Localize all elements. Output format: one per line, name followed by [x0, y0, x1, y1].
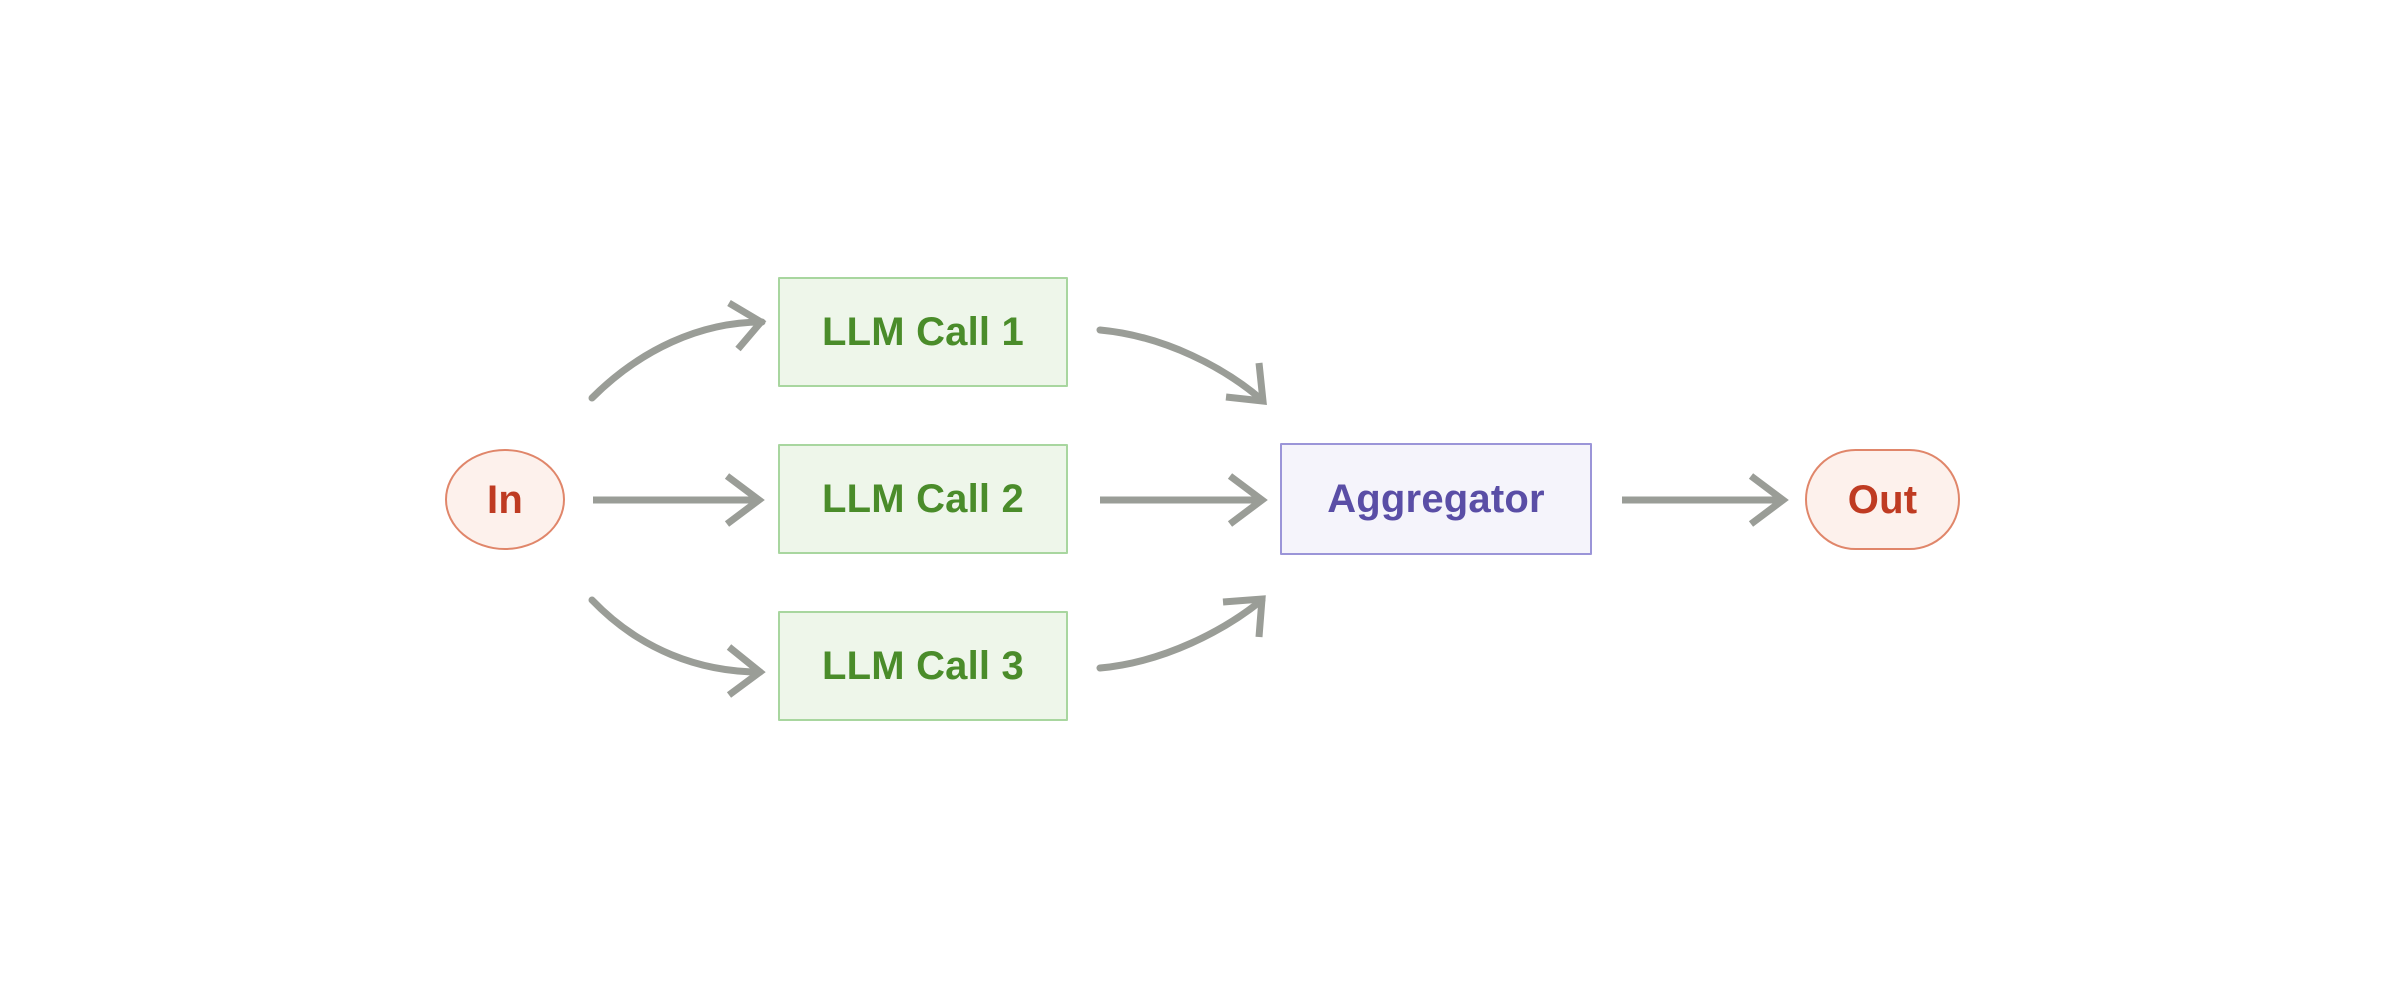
edge-llm-call-3-to-aggregator [1096, 595, 1266, 672]
edge-aggregator-to-output [1622, 473, 1789, 527]
node-llm-call-1[interactable]: LLM Call 1 [778, 277, 1068, 387]
node-output[interactable]: Out [1805, 449, 1960, 550]
node-aggregator-label: Aggregator [1327, 477, 1545, 521]
node-input[interactable]: In [445, 449, 565, 550]
edge-in-to-llm-call-1 [588, 299, 767, 402]
node-input-label: In [487, 477, 523, 522]
node-output-label: Out [1847, 477, 1918, 522]
edge-in-to-llm-call-3 [588, 596, 766, 698]
node-llm-call-3[interactable]: LLM Call 3 [778, 611, 1068, 721]
node-llm-call-2[interactable]: LLM Call 2 [778, 444, 1068, 554]
edge-llm-call-1-to-aggregator [1096, 326, 1267, 405]
edge-in-to-llm-call-2 [593, 473, 765, 527]
node-llm-call-2-label: LLM Call 2 [821, 477, 1025, 521]
node-llm-call-1-label: LLM Call 1 [821, 310, 1025, 354]
node-llm-call-3-label: LLM Call 3 [821, 644, 1025, 688]
node-aggregator[interactable]: Aggregator [1280, 443, 1592, 555]
edge-llm-call-2-to-aggregator [1100, 473, 1268, 527]
